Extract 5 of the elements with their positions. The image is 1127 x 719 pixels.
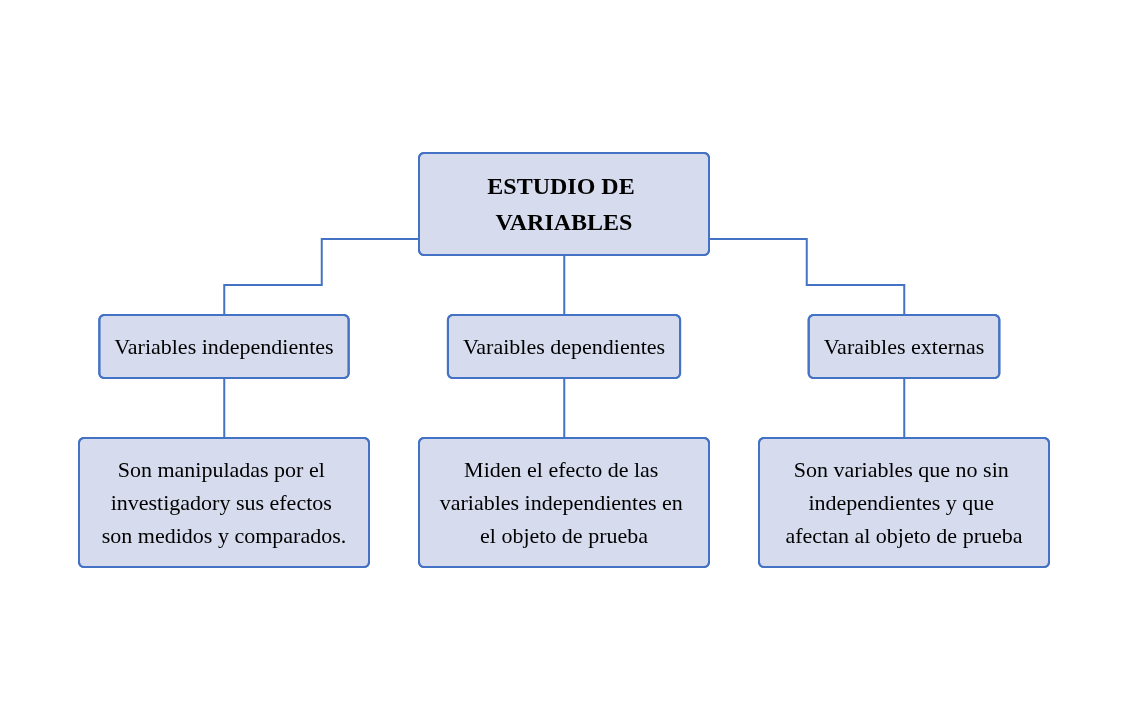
connector <box>708 237 905 316</box>
connector <box>562 377 565 439</box>
connector <box>562 254 565 316</box>
connector <box>222 377 225 439</box>
connector <box>902 377 905 439</box>
